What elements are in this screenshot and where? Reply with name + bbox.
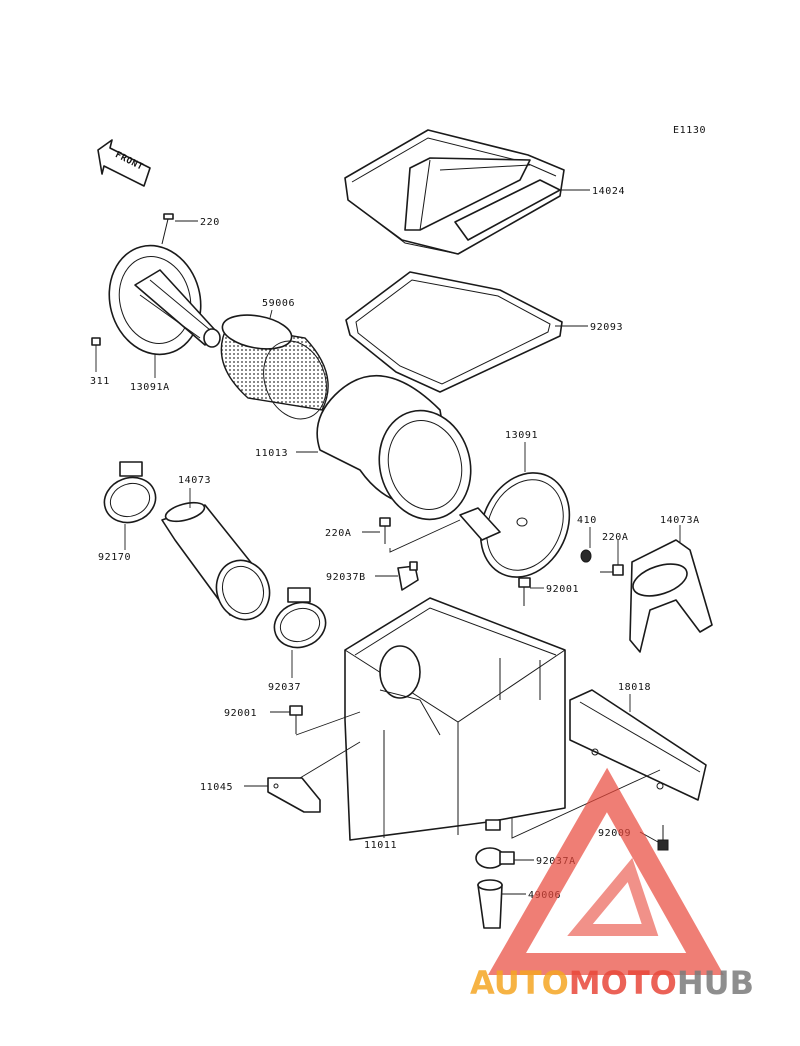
- part-92037-clamp: [273, 587, 327, 649]
- part-92170-clamp: [103, 461, 157, 524]
- part-311-pin: [91, 337, 101, 346]
- diagram-code: E1130: [673, 125, 706, 136]
- label-14024: 14024: [592, 186, 625, 197]
- label-92037: 92037: [268, 682, 301, 693]
- part-220A-screw-2: [600, 564, 624, 576]
- label-14073: 14073: [178, 475, 211, 486]
- label-59006: 59006: [262, 298, 295, 309]
- label-18018: 18018: [618, 682, 651, 693]
- part-92001-bolt-2: [289, 705, 303, 734]
- part-14024-cover: [344, 129, 565, 255]
- label-92009: 92009: [598, 828, 631, 839]
- part-92037A-clamp: [475, 847, 515, 869]
- part-410-nut: [580, 549, 592, 563]
- label-13091: 13091: [505, 430, 538, 441]
- part-11013-element: [316, 374, 472, 521]
- part-220-screw: [161, 213, 174, 245]
- label-13091A: 13091A: [130, 382, 170, 393]
- label-92001-1: 92001: [546, 584, 579, 595]
- part-14073-duct: [161, 501, 271, 621]
- label-11011: 11011: [364, 840, 397, 851]
- label-92170: 92170: [98, 552, 131, 563]
- label-220A-2: 220A: [602, 532, 628, 543]
- part-49006-hose: [477, 879, 503, 929]
- label-92037B: 92037B: [326, 572, 366, 583]
- part-220A-screw-1: [379, 517, 391, 544]
- label-92001-2: 92001: [224, 708, 257, 719]
- watermark-logo: AUTOMOTOHUB: [470, 767, 754, 1002]
- label-311: 311: [90, 376, 110, 387]
- front-arrow-icon: FRONT: [97, 139, 151, 187]
- part-13091A-cover: [108, 244, 221, 356]
- watermark-text: AUTOMOTOHUB: [470, 964, 754, 1002]
- part-14073A-boot: [629, 539, 713, 653]
- leader-lines: [95, 189, 681, 895]
- part-13091-cover: [459, 472, 571, 578]
- label-92093: 92093: [590, 322, 623, 333]
- part-18018-cover: [569, 689, 707, 801]
- label-220A-1: 220A: [325, 528, 351, 539]
- part-92009-bolt: [657, 825, 669, 851]
- label-410: 410: [577, 515, 597, 526]
- part-92093-gasket: [345, 271, 563, 393]
- watermark-triangle-icon: [487, 767, 724, 975]
- part-92037B-bracket: [397, 561, 419, 591]
- part-59006-mesh-filter: [220, 314, 329, 420]
- part-11011-airbox: [344, 597, 566, 841]
- part-11045-bracket: [267, 777, 321, 813]
- part-92001-bolt-1: [518, 577, 531, 606]
- label-11045: 11045: [200, 782, 233, 793]
- label-11013: 11013: [255, 448, 288, 459]
- label-14073A: 14073A: [660, 515, 700, 526]
- label-220: 220: [200, 217, 220, 228]
